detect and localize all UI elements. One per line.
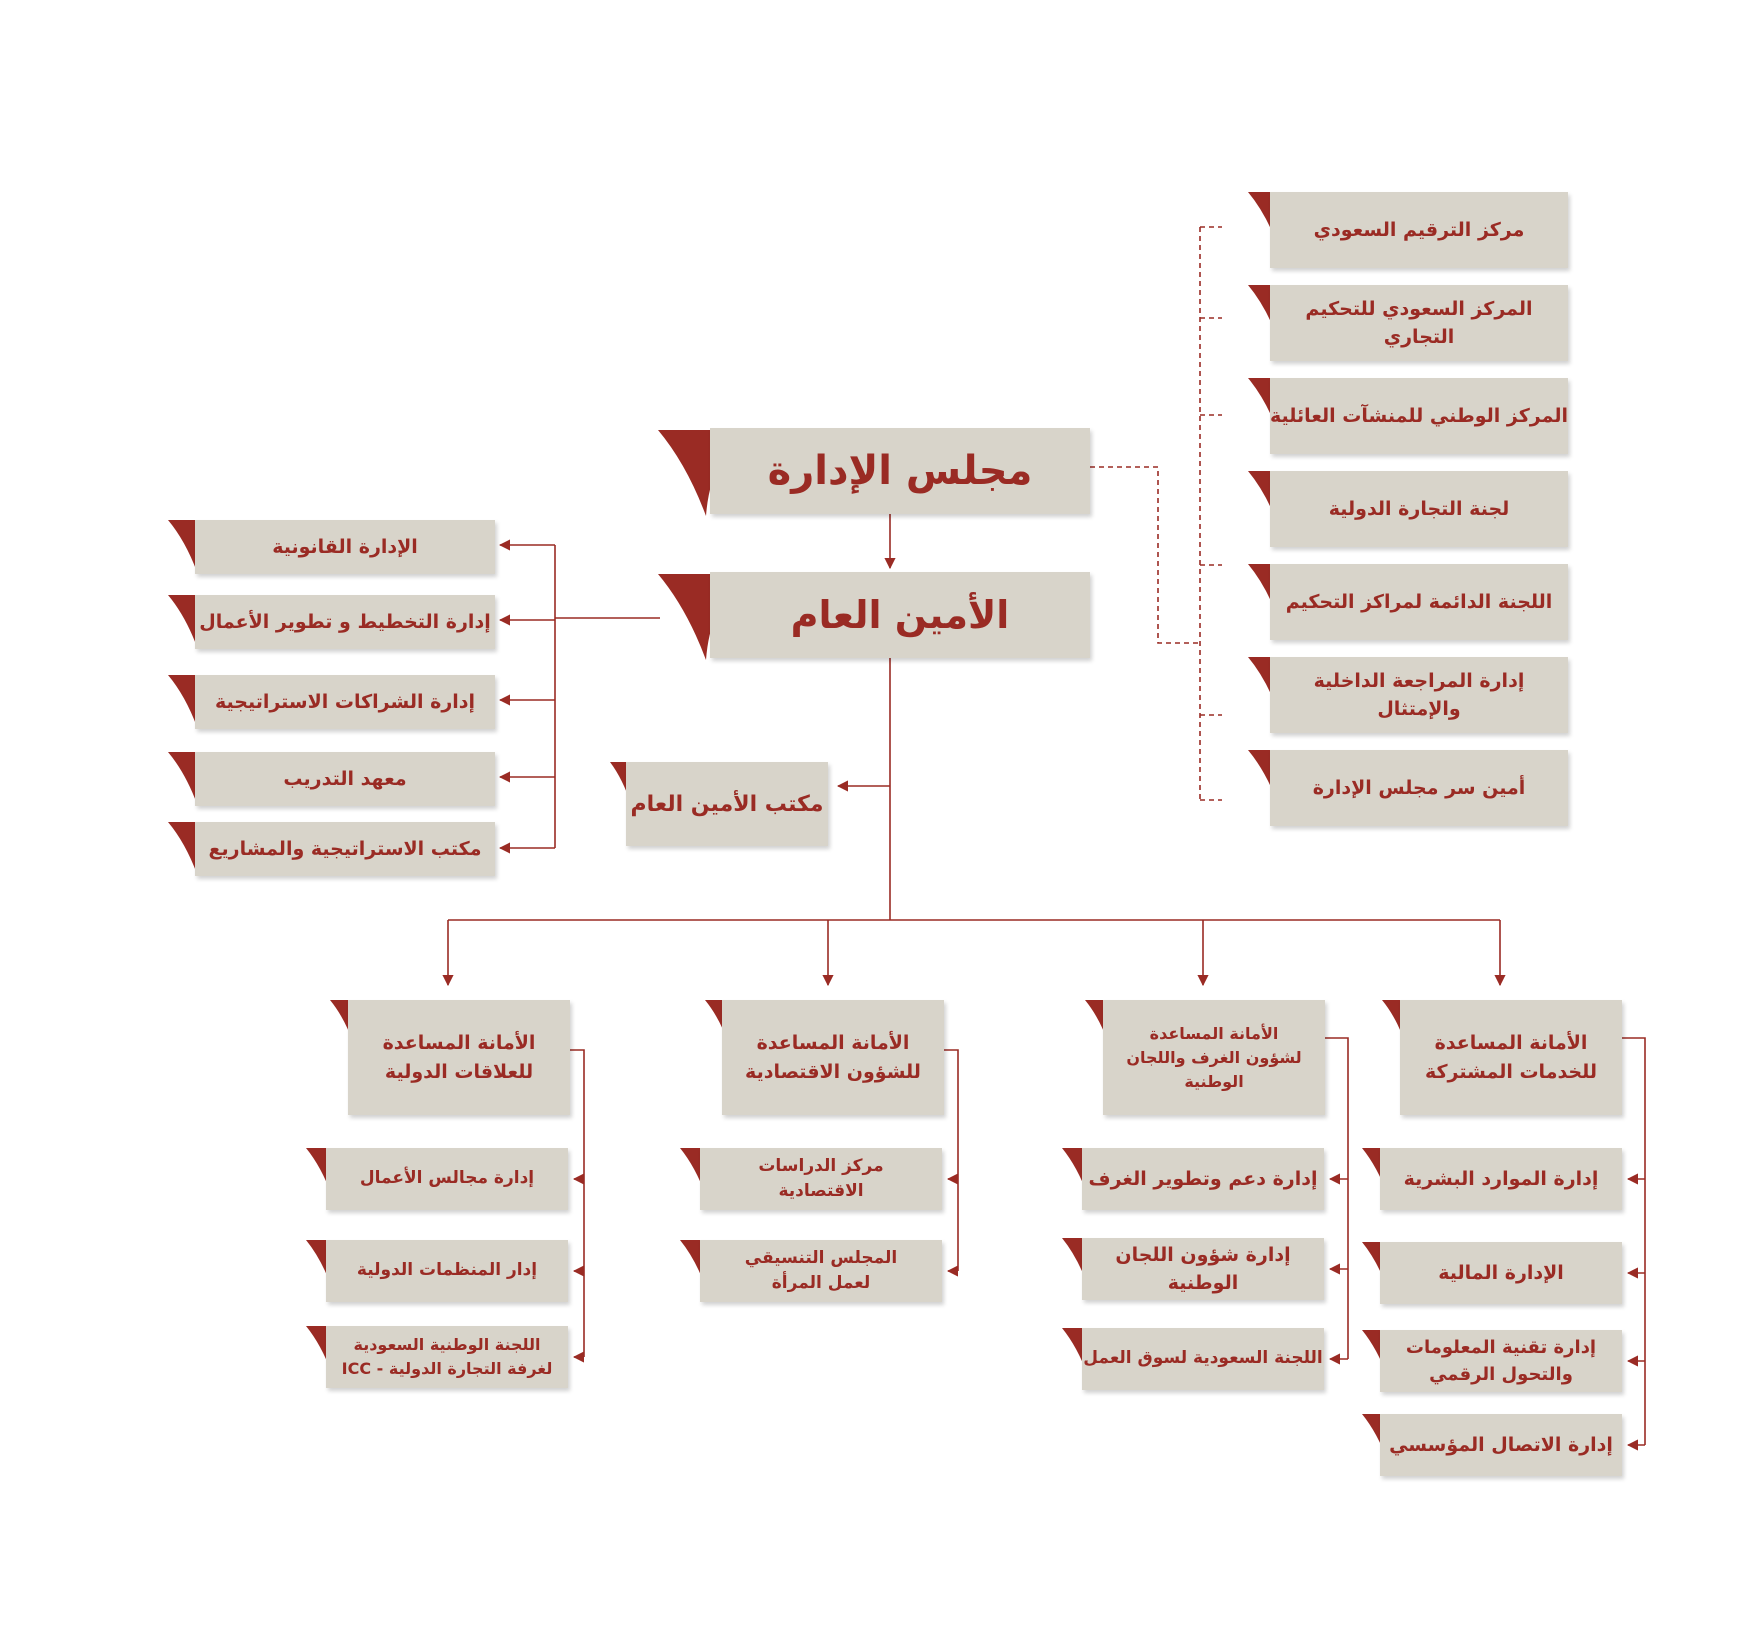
department-label: المجلس التنسيقي <box>744 1247 898 1268</box>
board-unit-label: المركز الوطني للمنشآت العائلية <box>1270 404 1568 427</box>
department-label: والتحول الرقمي <box>1429 1364 1573 1385</box>
department-label: اللجنة السعودية لسوق العمل <box>1083 1348 1323 1369</box>
board-box[interactable]: مجلس الإدارة <box>710 428 1090 514</box>
department-box[interactable]: إدارة دعم وتطوير الغرف <box>1082 1148 1324 1210</box>
assistant-secretariat-shared-services[interactable]: الأمانة المساعدة للخدمات المشتركة <box>1400 1000 1622 1115</box>
secretary-general-label: الأمين العام <box>790 592 1010 637</box>
board-unit-label: لجنة التجارة الدولية <box>1328 497 1510 520</box>
assistant-secretariat-title-line: الأمانة المساعدة <box>1434 1032 1588 1054</box>
department-label: لعمل المرأة <box>771 1273 871 1293</box>
assistant-side-bus <box>1325 1037 1349 1359</box>
assistant-secretariat-international[interactable]: الأمانة المساعدة للعلاقات الدولية <box>348 1000 570 1115</box>
department-label: إدارة مجالس الأعمال <box>359 1168 535 1189</box>
sg-department-box[interactable]: إدارة الشراكات الاستراتيجية <box>195 675 495 729</box>
board-unit-box[interactable]: المركز الوطني للمنشآت العائلية <box>1270 378 1568 454</box>
board-unit-box[interactable]: المركز السعودي للتحكيم التجاري <box>1270 285 1568 361</box>
department-box[interactable]: إدارة الموارد البشرية <box>1380 1148 1622 1210</box>
board-unit-box[interactable]: مركز الترقيم السعودي <box>1270 192 1568 268</box>
department-box[interactable]: إدارة تقنية المعلومات والتحول الرقمي <box>1380 1330 1622 1392</box>
department-label: إدارة دعم وتطوير الغرف <box>1088 1167 1318 1190</box>
board-unit-label: مركز الترقيم السعودي <box>1313 218 1525 241</box>
board-unit-label: اللجنة الدائمة لمراكز التحكيم <box>1285 590 1553 613</box>
assistant-secretariat-economic[interactable]: الأمانة المساعدة للشؤون الاقتصادية <box>722 1000 944 1115</box>
board-unit-box[interactable]: أمين سر مجلس الإدارة <box>1270 750 1568 826</box>
department-box[interactable]: الإدارة المالية <box>1380 1242 1622 1304</box>
secretary-general-box[interactable]: الأمين العام <box>710 572 1090 658</box>
board-unit-label: إدارة المراجعة الداخلية والإمتثال <box>1313 669 1525 721</box>
department-box[interactable]: اللجنة السعودية لسوق العمل <box>1082 1328 1324 1390</box>
assistant-secretariat-title-line: لشؤون الغرف واللجان الوطنية <box>1126 1047 1302 1091</box>
department-box[interactable]: المجلس التنسيقي لعمل المرأة <box>700 1240 942 1302</box>
department-label: الإدارة المالية <box>1438 1261 1564 1284</box>
department-box[interactable]: إدارة الاتصال المؤسسي <box>1380 1414 1622 1476</box>
department-box[interactable]: إدار المنظمات الدولية <box>326 1240 568 1302</box>
sg-office-label: مكتب الأمين العام <box>630 791 824 817</box>
department-label: إدارة تقنية المعلومات <box>1405 1337 1597 1358</box>
sg-department-label: مكتب الاستراتيجية والمشاريع <box>208 837 482 860</box>
sg-department-label: الإدارة القانونية <box>272 535 418 558</box>
assistant-side-bus <box>944 1049 959 1271</box>
sg-department-label: إدارة التخطيط و تطوير الأعمال <box>199 610 491 633</box>
department-box[interactable]: إدارة مجالس الأعمال <box>326 1148 568 1210</box>
sg-department-label: إدارة الشراكات الاستراتيجية <box>214 690 476 713</box>
department-label: مركز الدراسات <box>758 1155 884 1176</box>
sg-department-box[interactable]: الإدارة القانونية <box>195 520 495 574</box>
department-label: إدار المنظمات الدولية <box>356 1260 538 1281</box>
board-right-dashed <box>1090 466 1200 644</box>
sg-department-box[interactable]: إدارة التخطيط و تطوير الأعمال <box>195 595 495 649</box>
board-unit-box[interactable]: اللجنة الدائمة لمراكز التحكيم <box>1270 564 1568 640</box>
assistant-secretariat-chambers[interactable]: الأمانة المساعدة لشؤون الغرف واللجان الو… <box>1103 1000 1325 1115</box>
department-label: إدارة الاتصال المؤسسي <box>1389 1433 1613 1456</box>
sg-office-box[interactable]: مكتب الأمين العام <box>626 762 828 846</box>
board-unit-box[interactable]: لجنة التجارة الدولية <box>1270 471 1568 547</box>
sg-department-box[interactable]: مكتب الاستراتيجية والمشاريع <box>195 822 495 876</box>
board-label: مجلس الإدارة <box>767 448 1033 494</box>
board-unit-box[interactable]: إدارة المراجعة الداخلية والإمتثال <box>1270 657 1568 733</box>
assistant-secretariat-title-line: للخدمات المشتركة <box>1424 1060 1598 1083</box>
department-label: إدارة الموارد البشرية <box>1403 1167 1599 1190</box>
department-label: اللجنة الوطنية السعودية <box>353 1335 541 1354</box>
board-unit-label: أمين سر مجلس الإدارة <box>1312 776 1526 799</box>
department-label: إدارة شؤون اللجان الوطنية <box>1115 1243 1291 1295</box>
assistant-secretariat-title-line: للعلاقات الدولية <box>384 1060 534 1083</box>
department-box[interactable]: إدارة شؤون اللجان الوطنية <box>1082 1238 1324 1300</box>
sg-department-box[interactable]: معهد التدريب <box>195 752 495 806</box>
sg-department-label: معهد التدريب <box>283 767 407 790</box>
board-unit-label: المركز السعودي للتحكيم التجاري <box>1305 297 1533 349</box>
assistant-secretariat-title-line: الأمانة المساعدة <box>382 1032 536 1054</box>
department-label: لغرفة التجارة الدولية - ICC <box>341 1359 553 1378</box>
assistant-side-bus <box>1622 1037 1646 1445</box>
assistant-side-bus <box>570 1049 585 1357</box>
department-box[interactable]: مركز الدراسات الاقتصادية <box>700 1148 942 1210</box>
assistant-secretariat-title-line: للشؤون الاقتصادية <box>745 1060 921 1083</box>
assistant-secretariat-title-line: الأمانة المساعدة <box>1149 1023 1279 1043</box>
department-label: الاقتصادية <box>778 1181 864 1201</box>
assistant-secretariat-title-line: الأمانة المساعدة <box>756 1032 910 1054</box>
department-box[interactable]: اللجنة الوطنية السعودية لغرفة التجارة الد… <box>326 1326 568 1388</box>
